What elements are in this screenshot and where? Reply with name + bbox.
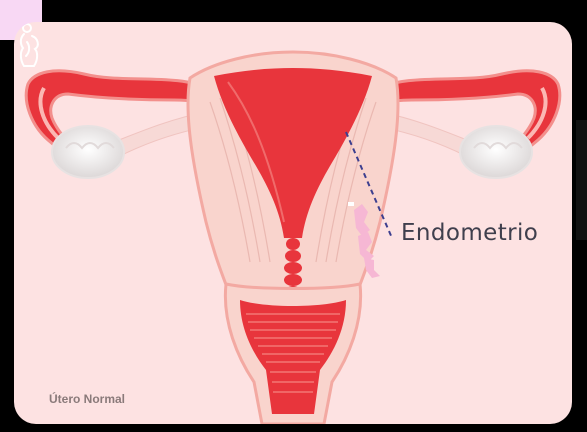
- endometrio-label: Endometrio: [401, 220, 538, 246]
- caption-utero-normal: Útero Normal: [49, 392, 125, 406]
- diagram-panel: Endometrio Útero Normal: [14, 22, 572, 424]
- left-ovary: [52, 126, 124, 178]
- right-ovary: [460, 126, 532, 178]
- pregnant-woman-logo-icon: [14, 22, 44, 68]
- marker-white-tip: [348, 202, 354, 206]
- edge-bar: [576, 120, 587, 240]
